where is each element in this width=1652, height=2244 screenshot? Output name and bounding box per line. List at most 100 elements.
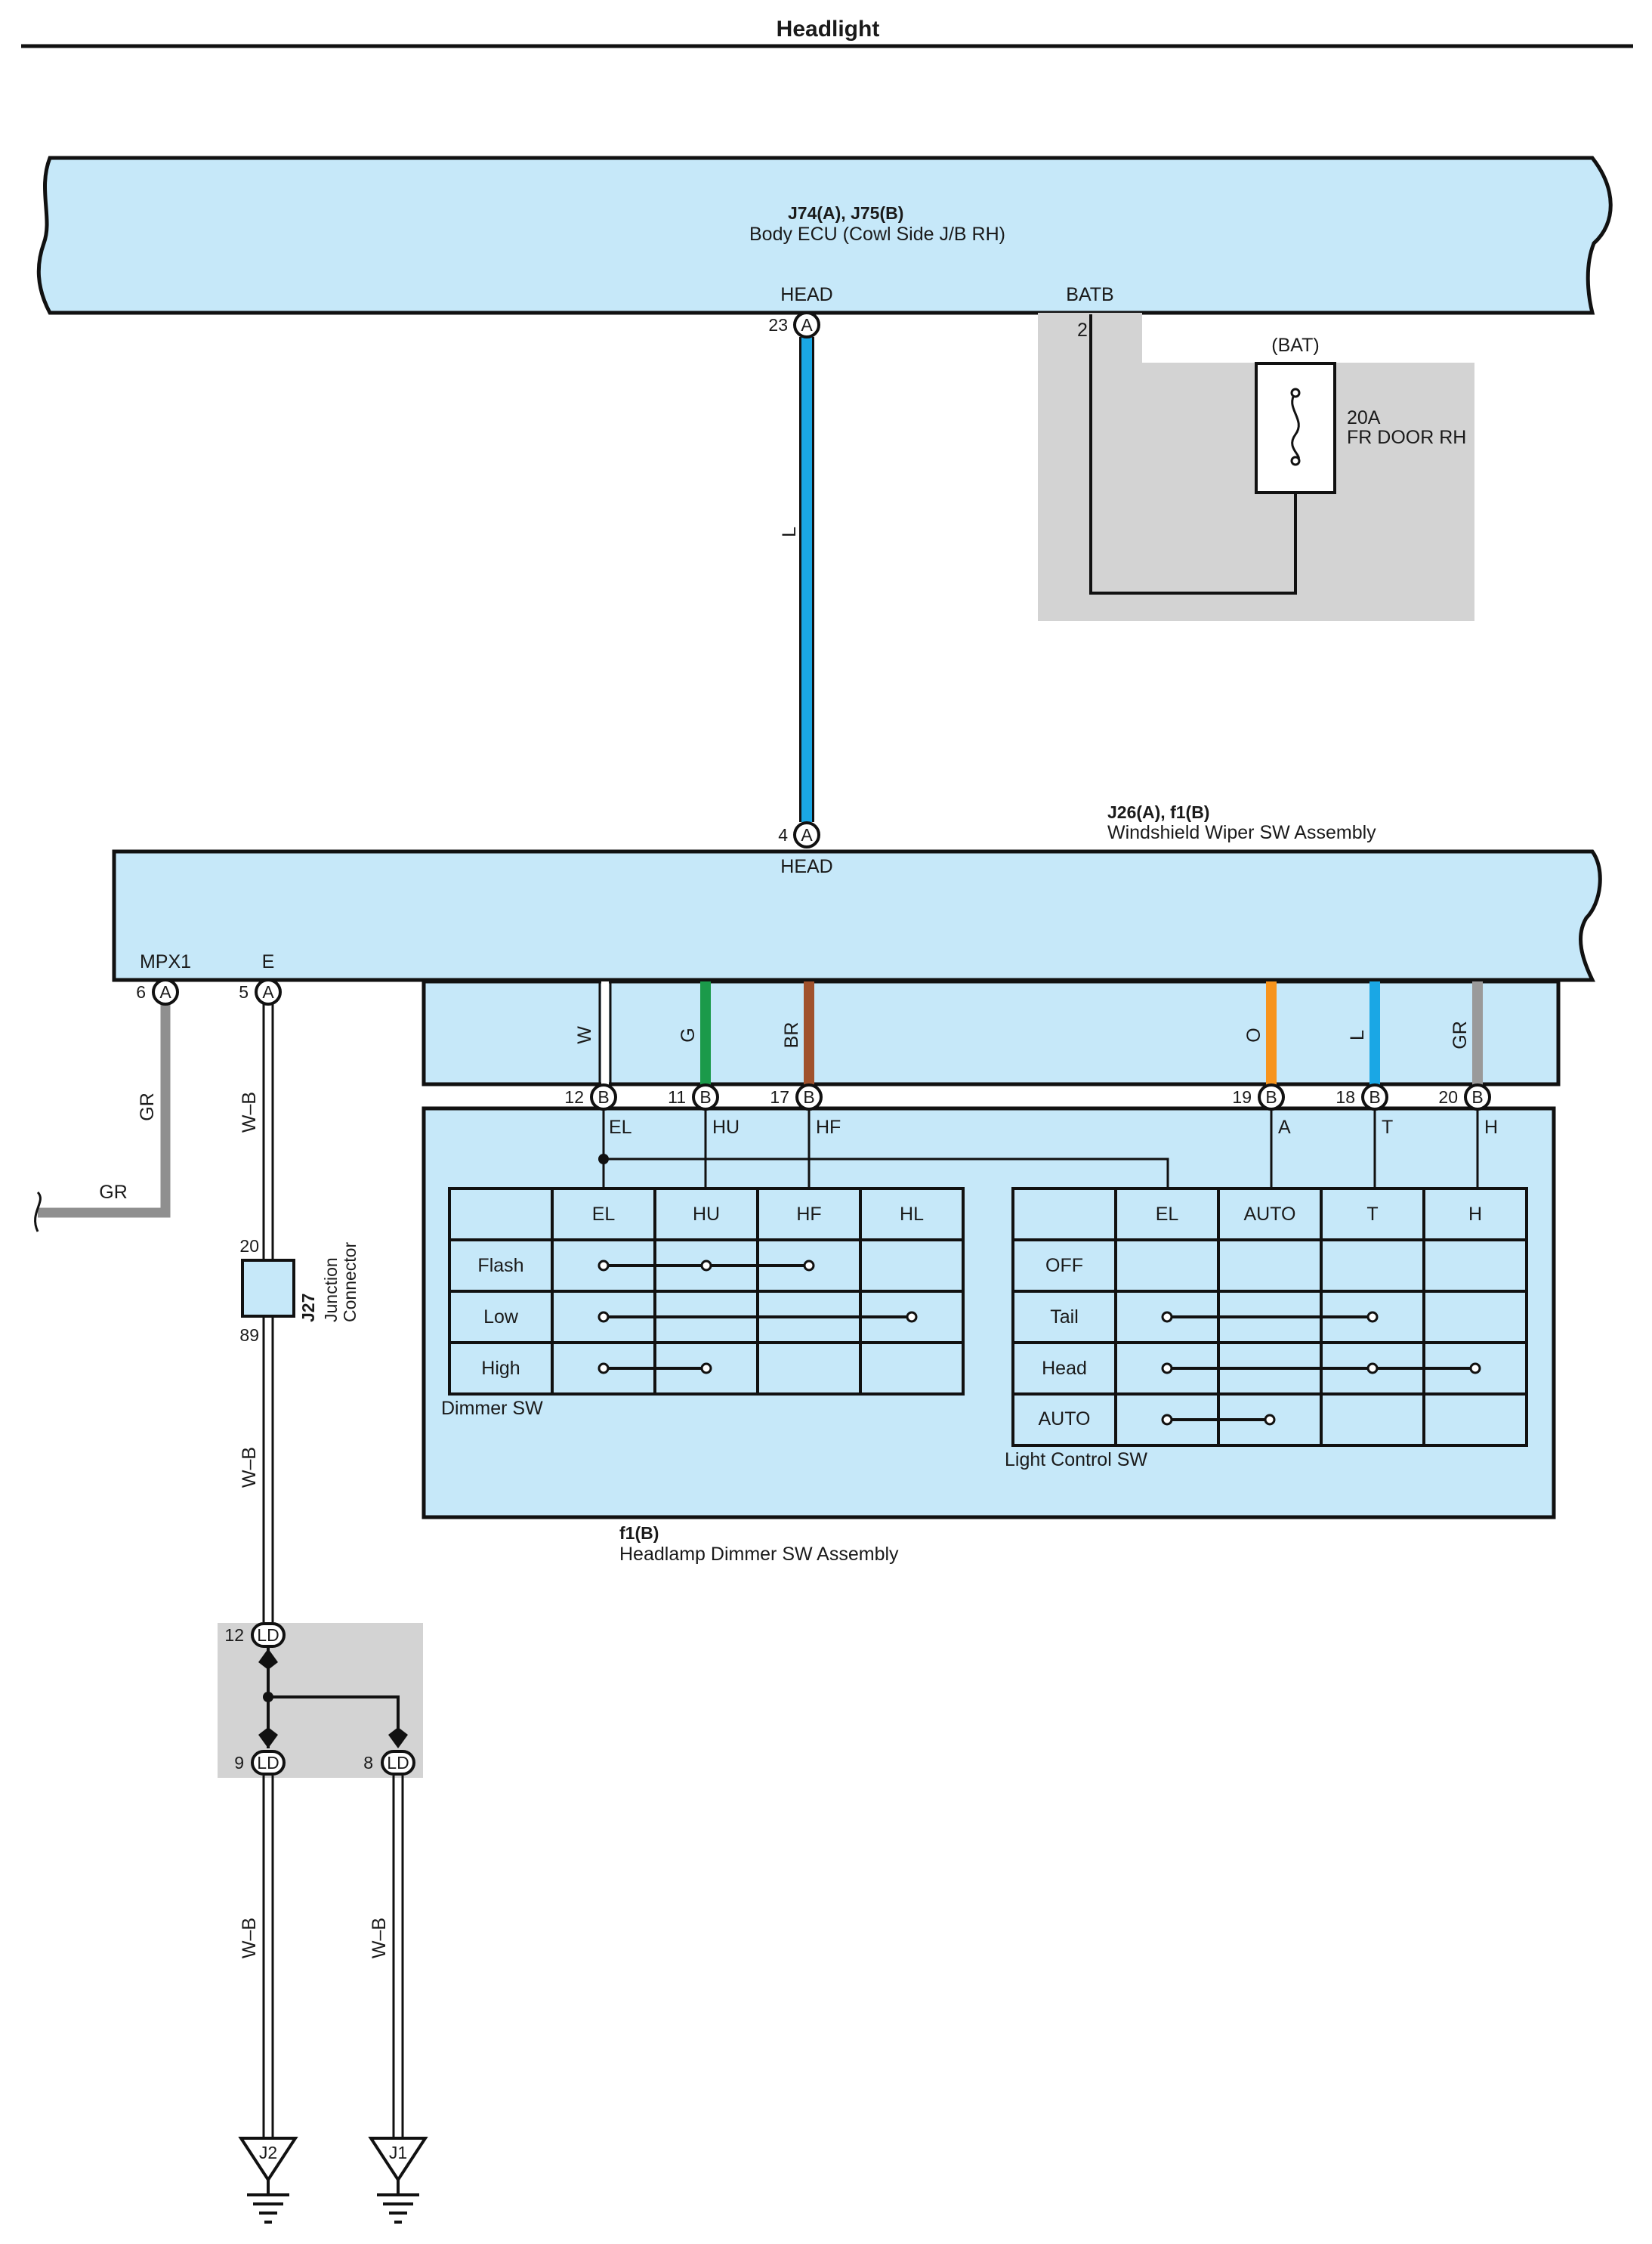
wiper-sw-ids: J26(A), f1(B) xyxy=(1107,802,1209,822)
dimmer-contact-r1-c3 xyxy=(906,1311,918,1323)
f1-term-t: T xyxy=(1382,1117,1393,1138)
body-ecu-pin-batb-num: 2 xyxy=(1077,320,1088,341)
e-connector-letter: A xyxy=(262,982,274,1002)
svg-text:LD: LD xyxy=(257,1753,279,1773)
dimmer-col-hl: HL xyxy=(900,1204,924,1225)
ground-j1-icon xyxy=(368,2137,428,2224)
junction-pin-bottom: 89 xyxy=(239,1325,259,1345)
dimmer-assembly-ids: f1(B) xyxy=(619,1523,659,1543)
body-ecu-pin-head-label: HEAD xyxy=(780,284,832,305)
f1-wire-el xyxy=(598,981,612,1086)
f1-pin-t-connector: B xyxy=(1361,1083,1388,1111)
ecu-head-connector-icon xyxy=(793,311,820,338)
dimmer-assembly-box xyxy=(421,1106,1556,1519)
f1-wire-channel-box xyxy=(421,979,1561,1086)
light-control-sw-caption: Light Control SW xyxy=(1005,1449,1147,1470)
junction-pin-top: 20 xyxy=(239,1236,259,1256)
f1-term-hu: HU xyxy=(712,1117,740,1138)
light-contact-r3-c0 xyxy=(1161,1414,1173,1426)
svg-text:B: B xyxy=(1265,1087,1277,1107)
junction-id: J27 xyxy=(298,1294,318,1322)
ground-wire-j2 xyxy=(262,1776,274,2137)
mpx-pin-num: 6 xyxy=(136,982,146,1002)
body-ecu-ids: J74(A), J75(B) xyxy=(788,203,903,223)
dimmer-sw-caption: Dimmer SW xyxy=(441,1398,543,1419)
ground-wire-j1 xyxy=(392,1776,404,2137)
dimmer-col-hu: HU xyxy=(693,1204,720,1225)
dimmer-row-high: High xyxy=(481,1358,520,1379)
fuse-name: FR DOOR RH xyxy=(1347,427,1466,448)
splice-out2-num: 8 xyxy=(363,1753,373,1773)
light-control-sw-table: EL AUTO T H OFF Tail Head AUTO xyxy=(1011,1187,1528,1447)
splice-wires xyxy=(258,1647,408,1748)
wiper-head-connector-icon xyxy=(793,821,820,848)
dimmer-row-flash: Flash xyxy=(477,1255,523,1276)
fuse-terminal-top-icon xyxy=(1290,388,1301,398)
f1-pin-hf-connector: B xyxy=(795,1083,823,1111)
dimmer-connections xyxy=(597,1260,918,1374)
ecu-head-pin-num: 23 xyxy=(768,315,788,335)
page-title: Headlight xyxy=(777,17,880,42)
light-contact-r3-c1 xyxy=(1264,1414,1276,1426)
ground-j2-icon xyxy=(238,2137,298,2224)
light-contact-r2-c3 xyxy=(1469,1362,1481,1374)
f1-term-el: EL xyxy=(609,1117,632,1138)
ground-j1-label: J1 xyxy=(389,2143,407,2162)
e-wire-label-upper: W–B xyxy=(239,1092,260,1133)
f1-term-h: H xyxy=(1484,1117,1498,1138)
wiper-head-label: HEAD xyxy=(780,856,832,877)
f1-pin-hu-connector: B xyxy=(692,1083,719,1111)
f1-pin-el-connector: B xyxy=(590,1083,617,1111)
f1-wire-hu-label: G xyxy=(678,1028,699,1042)
fuse-box xyxy=(1255,362,1336,494)
svg-text:B: B xyxy=(803,1087,814,1107)
mpx-wire-break-icon xyxy=(34,1191,42,1232)
mpx-wire xyxy=(38,993,171,1218)
body-ecu-pin-batb-label: BATB xyxy=(1066,284,1113,305)
f1-wire-hf-label: BR xyxy=(781,1022,802,1049)
f1-pin-hu-num: 11 xyxy=(668,1087,686,1107)
wiper-sw-box xyxy=(112,849,1602,982)
wiper-sw-name: Windshield Wiper SW Assembly xyxy=(1107,822,1376,843)
splice-out1-num: 9 xyxy=(234,1753,244,1773)
light-col-t: T xyxy=(1366,1204,1378,1225)
dimmer-contact-r0-c0 xyxy=(597,1260,610,1272)
body-ecu-name: Body ECU (Cowl Side J/B RH) xyxy=(749,224,1005,245)
fuse-terminal-bottom-icon xyxy=(1290,456,1301,466)
dimmer-contact-r0-c1 xyxy=(700,1260,712,1272)
light-contact-r2-c2 xyxy=(1366,1362,1379,1374)
f1-term-a: A xyxy=(1278,1117,1291,1138)
fuse-wire xyxy=(1089,314,1297,595)
f1-wire-a-label: O xyxy=(1243,1028,1264,1042)
light-contact-r1-c2 xyxy=(1366,1311,1379,1323)
fuse-element-icon xyxy=(1291,392,1300,462)
fuse-source: (BAT) xyxy=(1271,335,1319,356)
light-contact-r1-c0 xyxy=(1161,1311,1173,1323)
f1-pin-a-num: 19 xyxy=(1232,1087,1252,1107)
e-pin-num: 5 xyxy=(239,982,249,1002)
e-wire xyxy=(262,1004,274,1622)
mpx-wire-label-vertical: GR xyxy=(137,1093,158,1121)
junction-connector-box xyxy=(241,1259,295,1318)
wiper-mpx1-label: MPX1 xyxy=(140,951,191,972)
svg-text:B: B xyxy=(699,1087,711,1107)
f1-wire-h-label: GR xyxy=(1450,1021,1471,1049)
f1-term-hf: HF xyxy=(816,1117,841,1138)
light-col-auto: AUTO xyxy=(1244,1204,1296,1225)
f1-pin-t-num: 18 xyxy=(1335,1087,1355,1107)
wiper-head-connector-letter: A xyxy=(801,825,813,845)
f1-wire-t-label: L xyxy=(1347,1030,1368,1040)
f1-pin-h-num: 20 xyxy=(1438,1087,1458,1107)
f1-pin-el-num: 12 xyxy=(564,1087,584,1107)
f1-pin-a-connector: B xyxy=(1258,1083,1285,1111)
splice-in-connector: LD xyxy=(251,1622,286,1648)
dimmer-contact-r0-c2 xyxy=(803,1260,815,1272)
f1-pin-h-connector: B xyxy=(1464,1083,1491,1111)
splice-out2-connector: LD xyxy=(381,1750,415,1776)
splice-in-num: 12 xyxy=(224,1625,244,1645)
light-col-el: EL xyxy=(1156,1204,1179,1225)
dimmer-contact-r1-c0 xyxy=(597,1311,610,1323)
dimmer-contact-r2-c1 xyxy=(700,1362,712,1374)
svg-text:LD: LD xyxy=(257,1625,279,1645)
